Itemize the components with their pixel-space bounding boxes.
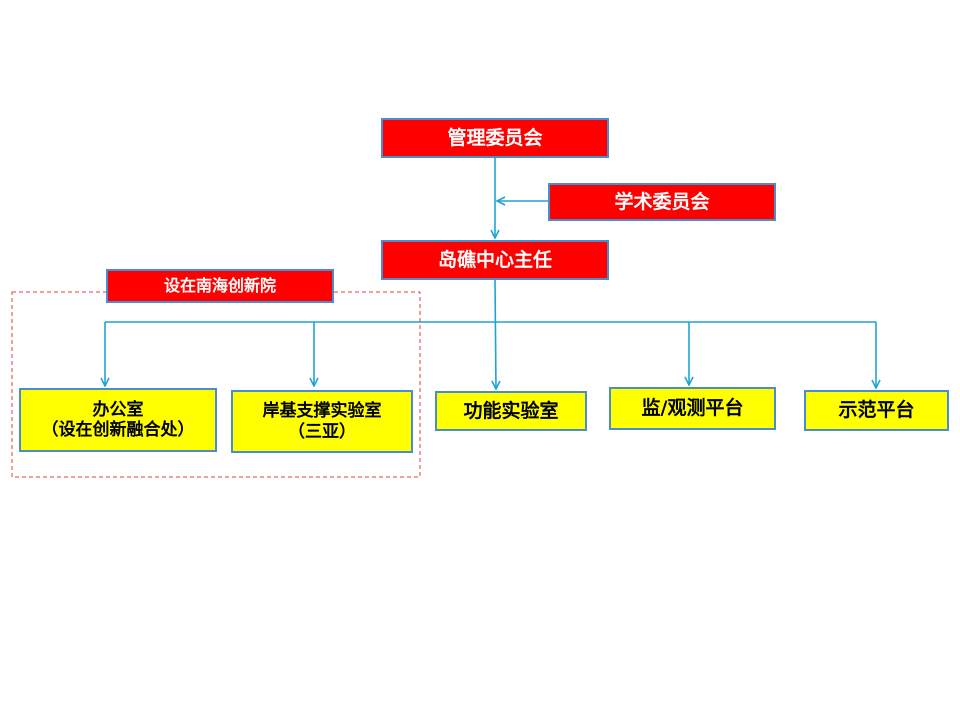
functional-lab-label: 功能实验室: [463, 399, 559, 422]
office-box: 办公室 （设在创新融合处）: [19, 388, 217, 452]
academic-committee-box: 学术委员会: [548, 183, 776, 221]
office-label-line2: （设在创新融合处）: [41, 420, 195, 440]
nanhai-institute-label: 设在南海创新院: [163, 276, 276, 296]
shore-lab-label-line1: 岸基支撑实验室: [262, 401, 382, 422]
center-director-label: 岛礁中心主任: [437, 248, 552, 271]
management-committee-label: 管理委员会: [447, 126, 543, 149]
shore-lab-box: 岸基支撑实验室 （三亚）: [231, 390, 413, 453]
academic-committee-label: 学术委员会: [614, 190, 710, 213]
functional-lab-box: 功能实验室: [435, 391, 587, 431]
monitoring-platform-box: 监/观测平台: [609, 387, 776, 430]
office-label-line1: 办公室: [92, 399, 144, 420]
nanhai-institute-box: 设在南海创新院: [106, 269, 334, 303]
shore-lab-label-line2: （三亚）: [288, 421, 356, 442]
management-committee-box: 管理委员会: [381, 118, 609, 158]
center-director-box: 岛礁中心主任: [381, 240, 609, 280]
monitoring-platform-label: 监/观测平台: [641, 397, 744, 420]
director-to-functional-lab-line: [495, 279, 496, 389]
demo-platform-box: 示范平台: [804, 390, 949, 431]
demo-platform-label: 示范平台: [838, 399, 915, 422]
